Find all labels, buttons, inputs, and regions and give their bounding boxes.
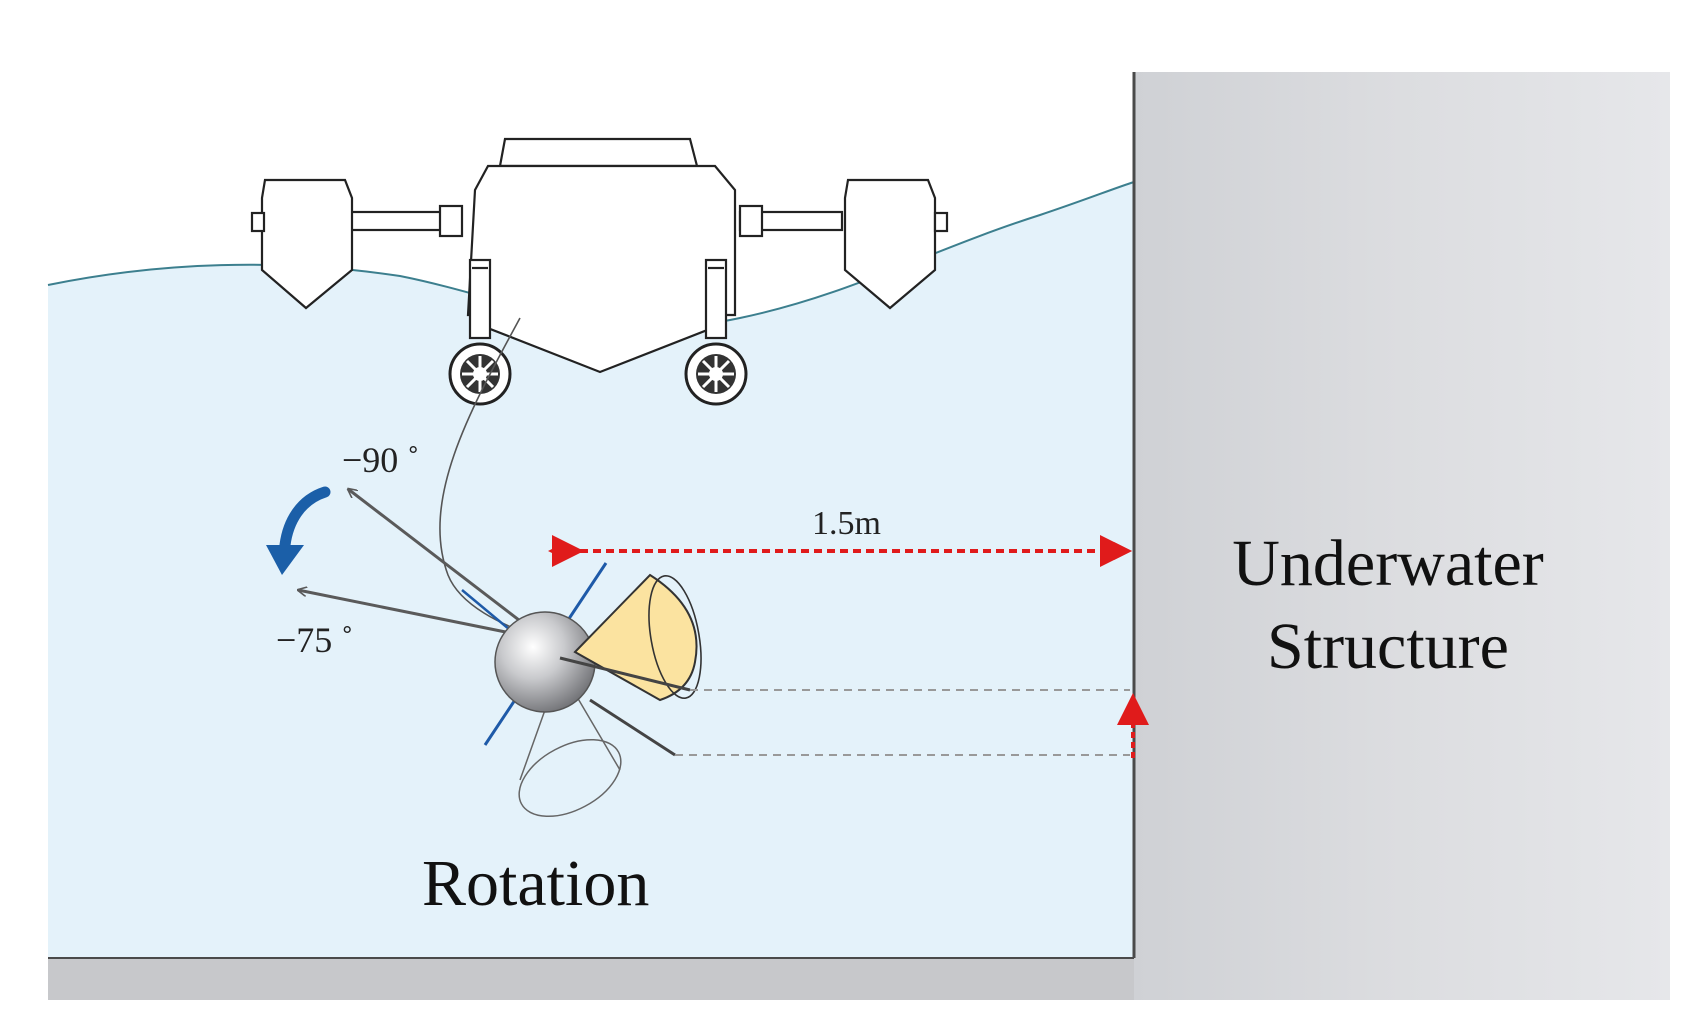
sonar-rod-lower [589, 698, 676, 757]
thruster-icon [448, 342, 512, 406]
angle-ray-upper [348, 489, 546, 642]
seabed-floor [48, 958, 1134, 1000]
distance-arrow-left-head [548, 542, 566, 560]
thruster-icon [684, 342, 748, 406]
rotation-arrow-icon [266, 486, 331, 575]
angle-label-lower: −75 ˚ [276, 620, 353, 660]
rotation-label: Rotation [422, 847, 649, 920]
distance-arrow-right-head [1114, 542, 1132, 560]
angle-ray-lower [298, 590, 546, 642]
angle-label-upper: −90 ˚ [342, 440, 419, 480]
surface-vehicle-icon [250, 137, 949, 374]
underwater-structure-wall [1134, 72, 1670, 1000]
structure-label-line1: Underwater [1232, 527, 1544, 600]
water-body [48, 182, 1134, 958]
distance-label: 1.5m [812, 505, 881, 542]
structure-label-line2: Structure [1267, 610, 1509, 683]
sonar-rod-upper [559, 656, 691, 692]
